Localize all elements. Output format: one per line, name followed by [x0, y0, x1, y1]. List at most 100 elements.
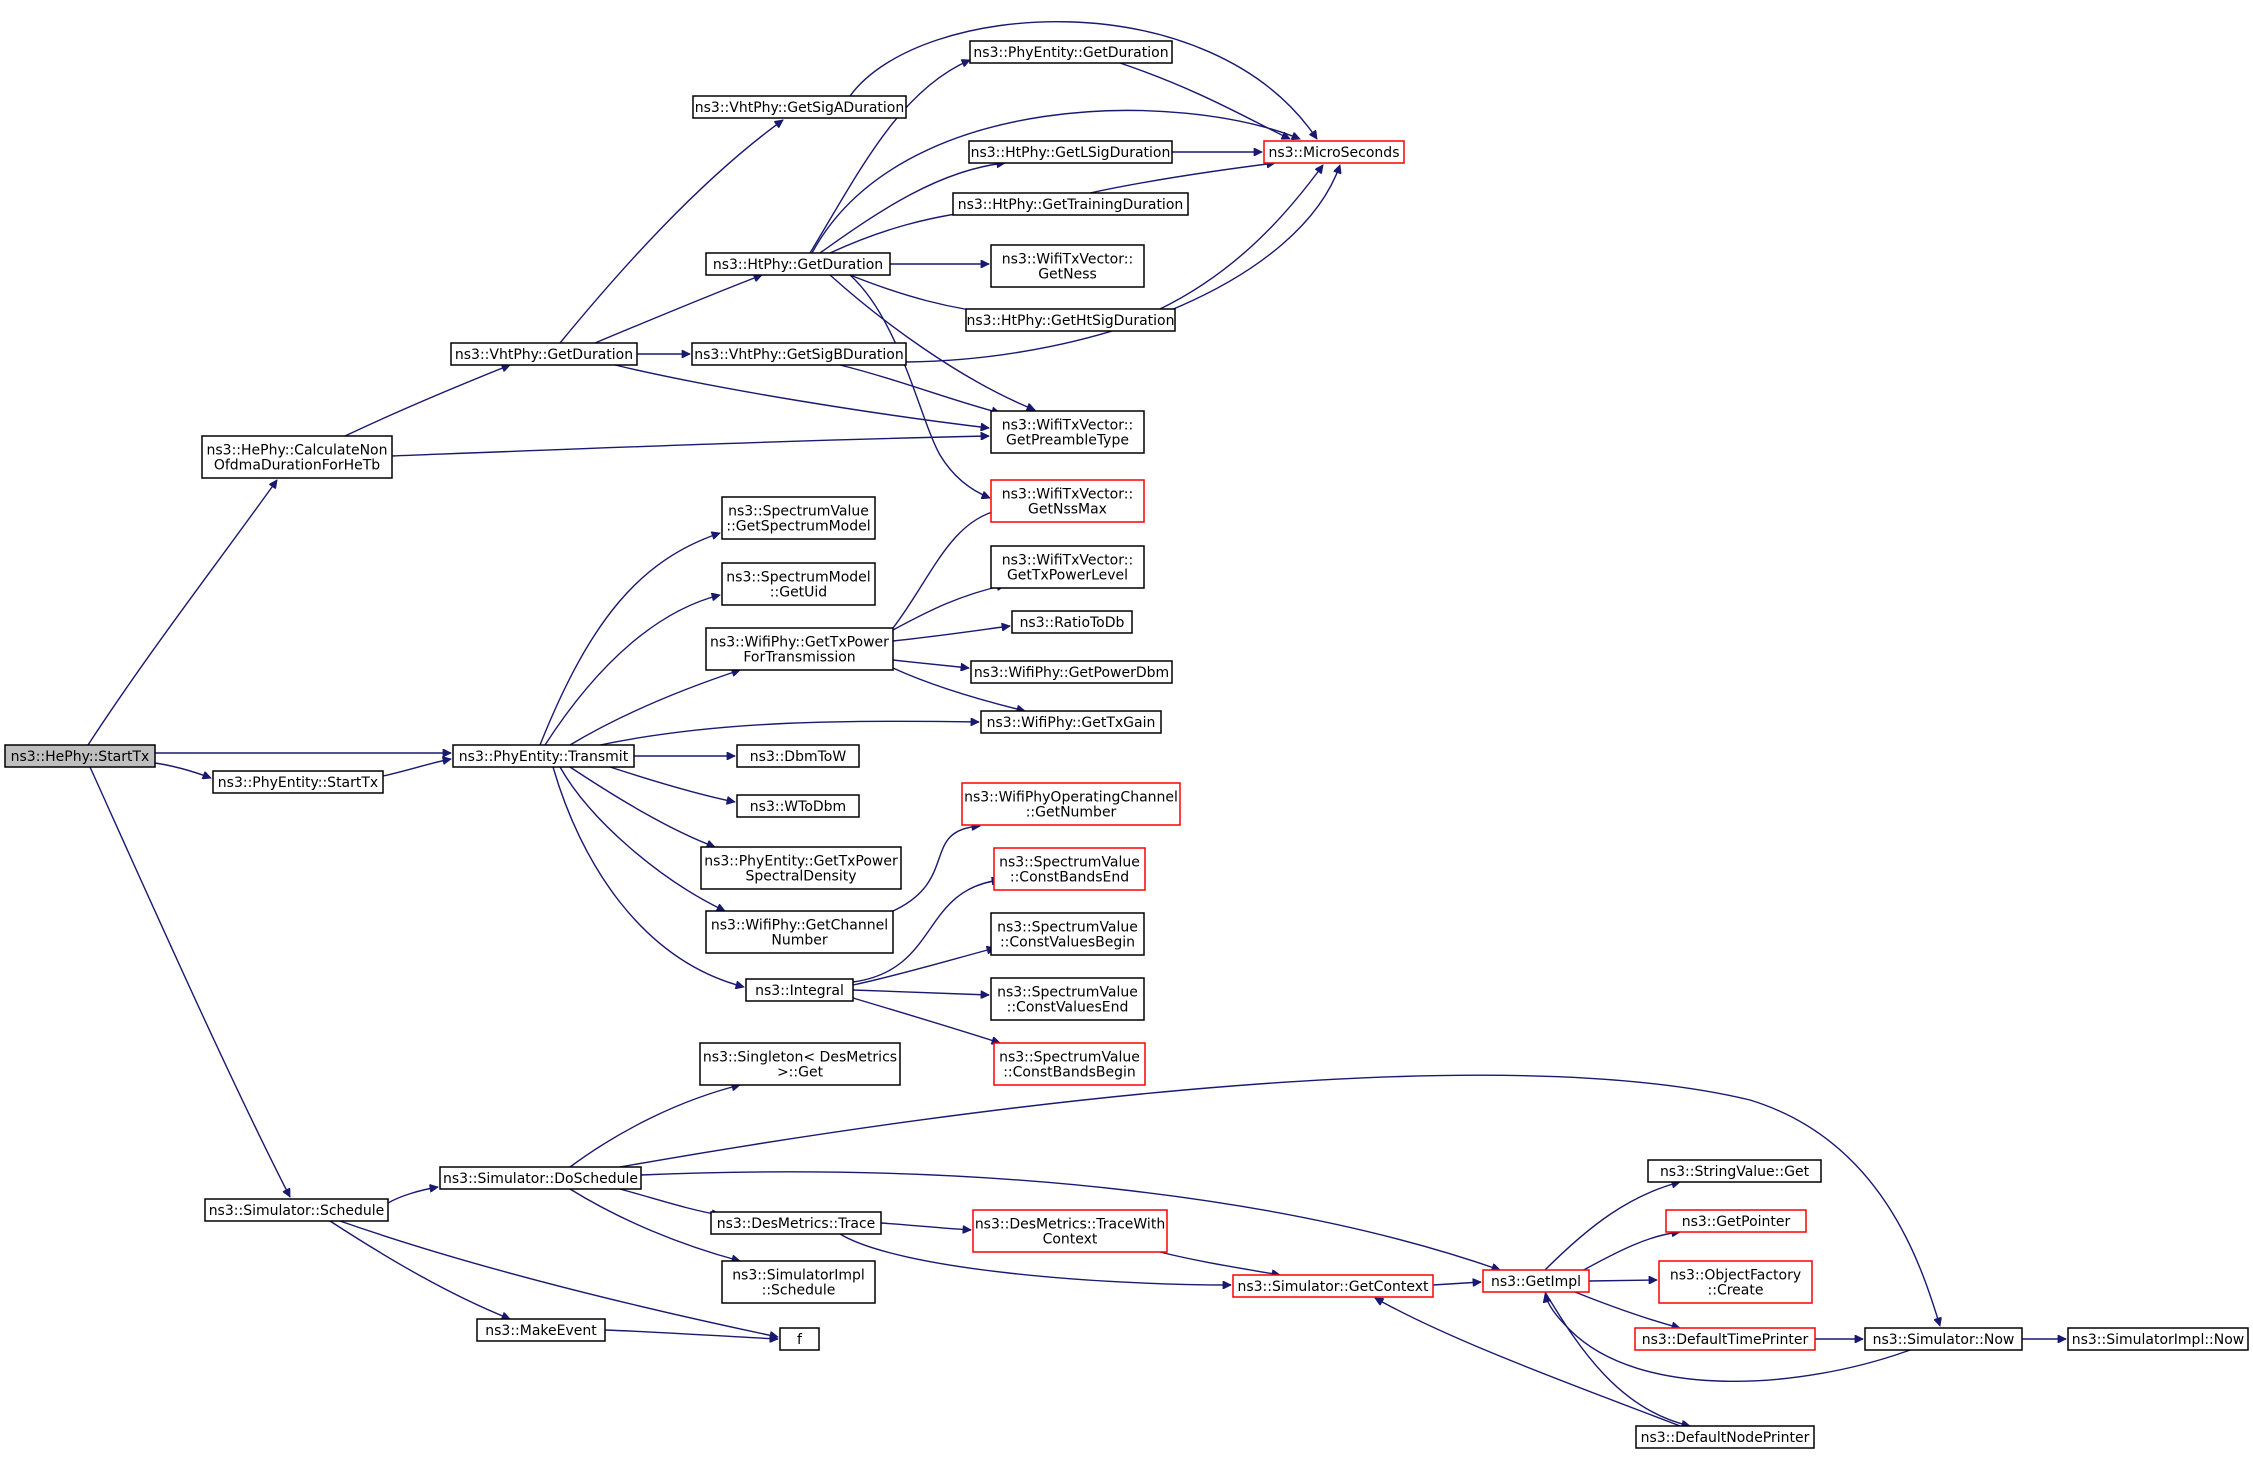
node-htphy_gethtsigduration[interactable]: ns3::HtPhy::GetHtSigDuration — [965, 308, 1176, 332]
node-box — [1658, 1260, 1813, 1304]
node-label: ns3::WifiPhy::GetPowerDbm — [974, 665, 1169, 681]
node-vhtphy_getsigaduration[interactable]: ns3::VhtPhy::GetSigADuration — [692, 95, 907, 119]
node-label: ns3::PhyEntity::Transmit — [459, 749, 629, 765]
node-label: ns3::RatioToDb — [1020, 615, 1125, 631]
node-htphy_getduration[interactable]: ns3::HtPhy::GetDuration — [705, 252, 891, 276]
node-htphy_gettrainingduration[interactable]: ns3::HtPhy::GetTrainingDuration — [952, 192, 1189, 216]
node-phyentity_getduration[interactable]: ns3::PhyEntity::GetDuration — [969, 40, 1173, 64]
node-wifitxvector_getness[interactable]: ns3::WifiTxVector::GetNess — [990, 244, 1145, 288]
call-edge-hephy_calcnonofdma-to-wifitxvector_getpreambletype — [391, 436, 989, 457]
node-f[interactable]: f — [779, 1327, 820, 1351]
node-label: ns3::PhyEntity::GetTxPower — [704, 854, 898, 870]
node-label: ForTransmission — [743, 650, 855, 666]
node-makeevent[interactable]: ns3::MakeEvent — [476, 1318, 606, 1342]
node-phyentity_transmit[interactable]: ns3::PhyEntity::Transmit — [452, 744, 635, 768]
node-label: ns3::DesMetrics::Trace — [717, 1216, 876, 1232]
node-simulator_doschedule[interactable]: ns3::Simulator::DoSchedule — [439, 1166, 642, 1190]
node-label: ns3::Simulator::GetContext — [1237, 1279, 1429, 1295]
node-simulatorimpl_schedule[interactable]: ns3::SimulatorImpl::Schedule — [721, 1260, 876, 1304]
node-label: GetTxPowerLevel — [1007, 568, 1128, 584]
node-simulator_now[interactable]: ns3::Simulator::Now — [1864, 1327, 2023, 1351]
call-edge-getimpl-to-getpointer — [1579, 1232, 1680, 1273]
node-hephy_calcnonofdma[interactable]: ns3::HePhy::CalculateNonOfdmaDurationFor… — [201, 435, 393, 479]
node-label: ns3::WifiPhy::GetTxGain — [987, 715, 1156, 731]
call-edge-vhtphy_getduration-to-wifitxvector_getpreambletype — [614, 364, 989, 428]
node-box — [705, 627, 894, 671]
call-edge-phyentity_transmit-to-wifiphy_getchannelnumber — [559, 766, 725, 912]
node-ratiotodb[interactable]: ns3::RatioToDb — [1011, 610, 1133, 634]
node-spectrumvalue_constbandsend[interactable]: ns3::SpectrumValue::ConstBandsEnd — [993, 847, 1146, 891]
node-box — [990, 977, 1145, 1021]
node-label: ns3::PhyEntity::GetDuration — [973, 45, 1168, 61]
node-label: ns3::GetImpl — [1491, 1274, 1581, 1290]
node-vhtphy_getsigbduration[interactable]: ns3::VhtPhy::GetSigBDuration — [691, 342, 907, 366]
node-spectrumvalue_getspectrummodel[interactable]: ns3::SpectrumValue::GetSpectrumModel — [721, 496, 876, 540]
call-edge-hephy_starttx-to-simulator_schedule — [89, 766, 291, 1197]
node-wifiphy_getpowerdbm[interactable]: ns3::WifiPhy::GetPowerDbm — [970, 660, 1173, 684]
node-label: Context — [1043, 1232, 1098, 1248]
call-edge-simulator_doschedule-to-singleton_desmetrics_get — [569, 1085, 740, 1168]
node-label: ns3::HtPhy::GetLSigDuration — [971, 145, 1171, 161]
node-dbmtow[interactable]: ns3::DbmToW — [736, 744, 860, 768]
node-wifiphy_gettxgain[interactable]: ns3::WifiPhy::GetTxGain — [980, 710, 1162, 734]
node-spectrumvalue_constvaluesend[interactable]: ns3::SpectrumValue::ConstValuesEnd — [990, 977, 1145, 1021]
node-objectfactory_create[interactable]: ns3::ObjectFactory::Create — [1658, 1260, 1813, 1304]
node-label: ns3::SpectrumValue — [997, 920, 1138, 936]
node-label: ns3::VhtPhy::GetDuration — [455, 347, 633, 363]
node-box — [699, 1042, 901, 1086]
node-box — [952, 192, 1189, 216]
node-getimpl[interactable]: ns3::GetImpl — [1482, 1269, 1590, 1293]
node-label: ns3::WifiTxVector:: — [1002, 553, 1133, 569]
call-edge-simulator_doschedule-to-simulatorimpl_schedule — [569, 1188, 740, 1261]
node-simulatorimpl_now[interactable]: ns3::SimulatorImpl::Now — [2067, 1327, 2249, 1351]
call-edge-makeevent-to-f — [604, 1329, 778, 1339]
node-label: ns3::MakeEvent — [485, 1323, 597, 1339]
node-integral[interactable]: ns3::Integral — [745, 978, 854, 1002]
call-edge-wifiphy_gettxpowerfortransmission-to-wifitxvector_gettxpowerlevel — [892, 585, 1005, 631]
call-edge-getimpl-to-objectfactory_create — [1588, 1280, 1657, 1281]
node-phyentity_gettxpowerspectraldensity[interactable]: ns3::PhyEntity::GetTxPowerSpectralDensit… — [700, 846, 902, 890]
node-wifitxvector_gettxpowerlevel[interactable]: ns3::WifiTxVector::GetTxPowerLevel — [990, 545, 1145, 589]
node-label: SpectralDensity — [745, 869, 856, 885]
node-defaulttimeprinter[interactable]: ns3::DefaultTimePrinter — [1634, 1327, 1816, 1351]
node-label: ns3::DefaultTimePrinter — [1642, 1332, 1809, 1348]
node-box — [201, 435, 393, 479]
node-label: ::GetNumber — [1026, 805, 1117, 821]
node-label: ns3::Simulator::Now — [1873, 1332, 2015, 1348]
node-wifitxvector_getnssmax[interactable]: ns3::WifiTxVector::GetNssMax — [990, 479, 1145, 523]
node-spectrumvalue_constvaluesbegin[interactable]: ns3::SpectrumValue::ConstValuesBegin — [990, 912, 1145, 956]
node-label: ns3::HePhy::CalculateNon — [207, 443, 388, 459]
node-defaultnodeprinter[interactable]: ns3::DefaultNodePrinter — [1635, 1425, 1815, 1449]
node-box — [721, 1260, 876, 1304]
node-wifiphyoperatingchannel_getnumber[interactable]: ns3::WifiPhyOperatingChannel::GetNumber — [961, 782, 1181, 826]
node-box — [705, 252, 891, 276]
node-wifitxvector_getpreambletype[interactable]: ns3::WifiTxVector::GetPreambleType — [990, 410, 1145, 454]
call-edge-phyentity_starttx-to-phyentity_transmit — [382, 759, 451, 777]
call-edge-simulator_now-to-getimpl — [1545, 1294, 1911, 1382]
node-hephy_starttx[interactable]: ns3::HePhy::StartTx — [4, 744, 156, 768]
call-edge-phyentity_transmit-to-wtodbm — [609, 766, 735, 802]
node-box — [450, 342, 638, 366]
node-box — [452, 744, 635, 768]
node-microseconds[interactable]: ns3::MicroSeconds — [1263, 140, 1405, 164]
node-spectrummodel_getuid[interactable]: ns3::SpectrumModel::GetUid — [721, 562, 876, 606]
node-vhtphy_getduration[interactable]: ns3::VhtPhy::GetDuration — [450, 342, 638, 366]
call-edge-wifiphy_getchannelnumber-to-wifiphyoperatingchannel_getnumber — [892, 826, 980, 912]
node-getpointer[interactable]: ns3::GetPointer — [1665, 1209, 1807, 1233]
node-label: ns3::WToDbm — [750, 799, 846, 815]
node-spectrumvalue_constbandsbegin[interactable]: ns3::SpectrumValue::ConstBandsBegin — [993, 1042, 1146, 1086]
node-stringvalue_get[interactable]: ns3::StringValue::Get — [1647, 1159, 1822, 1183]
call-edge-simulator_doschedule-to-desmetrics_trace — [619, 1188, 720, 1215]
node-box — [2067, 1327, 2249, 1351]
node-simulator_getcontext[interactable]: ns3::Simulator::GetContext — [1232, 1274, 1434, 1298]
node-phyentity_starttx[interactable]: ns3::PhyEntity::StartTx — [212, 770, 384, 794]
node-htphy_getlsigduration[interactable]: ns3::HtPhy::GetLSigDuration — [968, 140, 1173, 164]
node-desmetrics_trace[interactable]: ns3::DesMetrics::Trace — [710, 1211, 882, 1235]
node-singleton_desmetrics_get[interactable]: ns3::Singleton< DesMetrics>::Get — [699, 1042, 901, 1086]
node-wtodbm[interactable]: ns3::WToDbm — [736, 794, 860, 818]
node-simulator_schedule[interactable]: ns3::Simulator::Schedule — [204, 1198, 389, 1222]
node-box — [721, 496, 876, 540]
